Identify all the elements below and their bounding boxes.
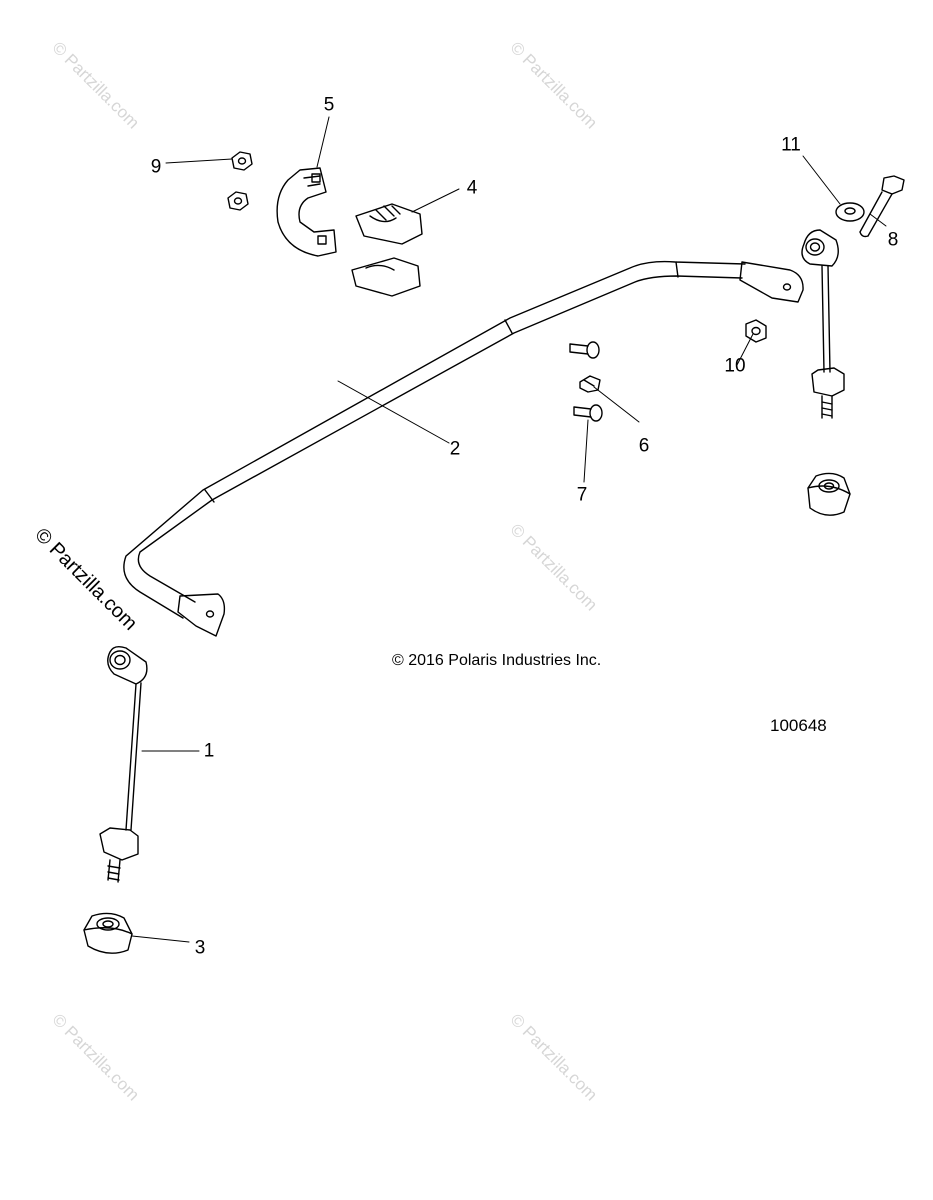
callout-1: 1 — [203, 740, 215, 762]
nut-icon — [227, 191, 249, 211]
sway-bar-link-icon — [801, 229, 845, 419]
bushing-icon — [807, 472, 851, 516]
callout-2: 2 — [449, 438, 461, 460]
bushing-icon — [83, 912, 133, 954]
callout-10: 10 — [724, 355, 746, 377]
stabilizer-bar-icon — [123, 260, 804, 637]
callout-5: 5 — [323, 94, 335, 116]
callout-11: 11 — [781, 134, 801, 156]
callout-3: 3 — [194, 937, 206, 959]
leader-lines — [131, 116, 887, 943]
push-rivet-icon — [573, 404, 603, 422]
nut-icon — [231, 151, 253, 171]
washer-icon — [835, 202, 865, 222]
callout-6: 6 — [638, 435, 650, 457]
sway-bar-link-icon — [99, 645, 148, 883]
bolt-icon — [859, 175, 905, 238]
callout-9: 9 — [150, 156, 162, 178]
callout-7: 7 — [576, 484, 588, 506]
copyright-notice: © 2016 Polaris Industries Inc. — [392, 652, 602, 669]
callout-4: 4 — [466, 177, 478, 199]
figure-number: 100648 — [770, 716, 827, 735]
nut-icon — [745, 319, 767, 343]
bracket-clamp-icon — [276, 167, 337, 257]
push-rivet-icon — [569, 341, 600, 359]
split-bushing-icon — [351, 203, 423, 297]
callout-8: 8 — [887, 229, 899, 251]
